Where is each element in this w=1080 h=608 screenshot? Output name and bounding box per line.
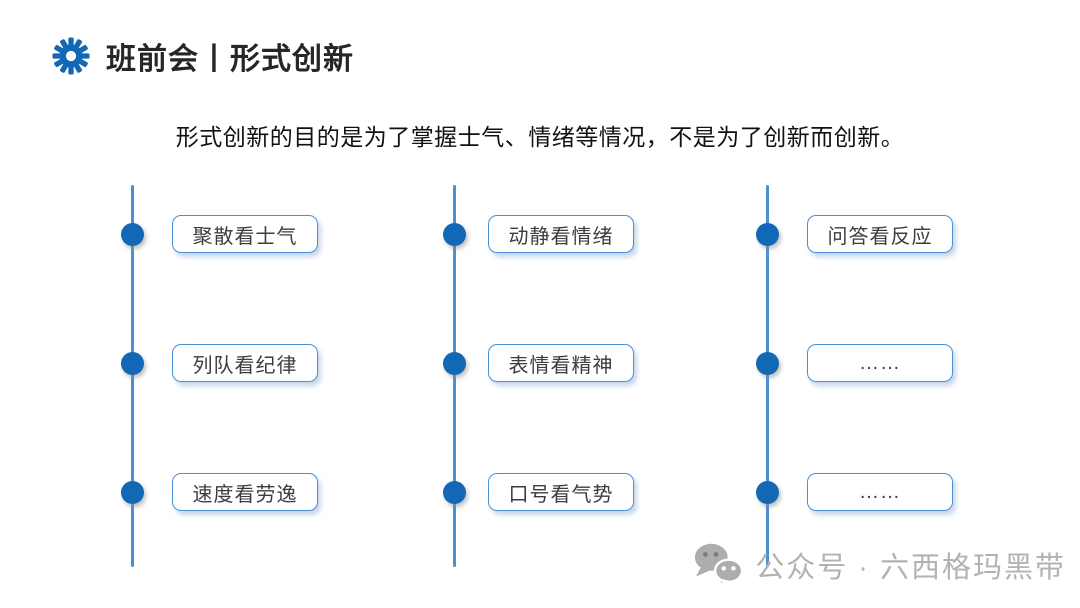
timeline-item-label: 聚散看士气 bbox=[192, 225, 298, 248]
timeline-dot bbox=[443, 351, 466, 375]
timeline-item-box: …… bbox=[807, 344, 953, 382]
timeline-dot bbox=[756, 480, 779, 504]
timeline-dot bbox=[756, 351, 779, 375]
wechat-icon bbox=[695, 543, 744, 589]
timeline-item-box: 动静看情绪 bbox=[488, 215, 634, 253]
timeline-item-box: 问答看反应 bbox=[807, 215, 953, 253]
timeline-item-label: 口号看气势 bbox=[508, 483, 614, 506]
timeline-dot bbox=[121, 222, 144, 246]
timeline-line-2 bbox=[453, 185, 456, 567]
timeline-item-label: 速度看劳逸 bbox=[192, 483, 298, 506]
timeline-item-box: 速度看劳逸 bbox=[172, 473, 318, 511]
watermark: 公众号 · 六西格玛黑带 bbox=[691, 541, 1066, 589]
timeline-dot bbox=[443, 480, 466, 504]
timeline-item-label: …… bbox=[859, 351, 901, 374]
timeline-item-label: 动静看情绪 bbox=[508, 225, 614, 248]
timeline-dot bbox=[121, 351, 144, 375]
gear-icon bbox=[52, 37, 90, 75]
timeline-item-box: 聚散看士气 bbox=[172, 215, 318, 253]
timeline-item-label: 列队看纪律 bbox=[192, 354, 298, 377]
timeline-item-label: 问答看反应 bbox=[827, 225, 933, 248]
watermark-text: 公众号 · 六西格玛黑带 bbox=[755, 552, 1066, 584]
timeline-item-label: …… bbox=[859, 480, 901, 503]
timeline-line-1 bbox=[131, 185, 134, 567]
timeline-item-box: …… bbox=[807, 473, 953, 511]
timeline-dot bbox=[121, 480, 144, 504]
slide-header: 班前会丨形式创新 bbox=[52, 34, 354, 78]
page-title: 班前会丨形式创新 bbox=[106, 43, 354, 76]
slide-subtitle: 形式创新的目的是为了掌握士气、情绪等情况，不是为了创新而创新。 bbox=[175, 124, 905, 150]
timeline-item-box: 列队看纪律 bbox=[172, 344, 318, 382]
timeline-item-box: 表情看精神 bbox=[488, 344, 634, 382]
timeline-item-label: 表情看精神 bbox=[508, 354, 614, 377]
timeline-dot bbox=[756, 222, 779, 246]
timeline-item-box: 口号看气势 bbox=[488, 473, 634, 511]
timeline-line-3 bbox=[766, 185, 769, 567]
timeline-dot bbox=[443, 222, 466, 246]
